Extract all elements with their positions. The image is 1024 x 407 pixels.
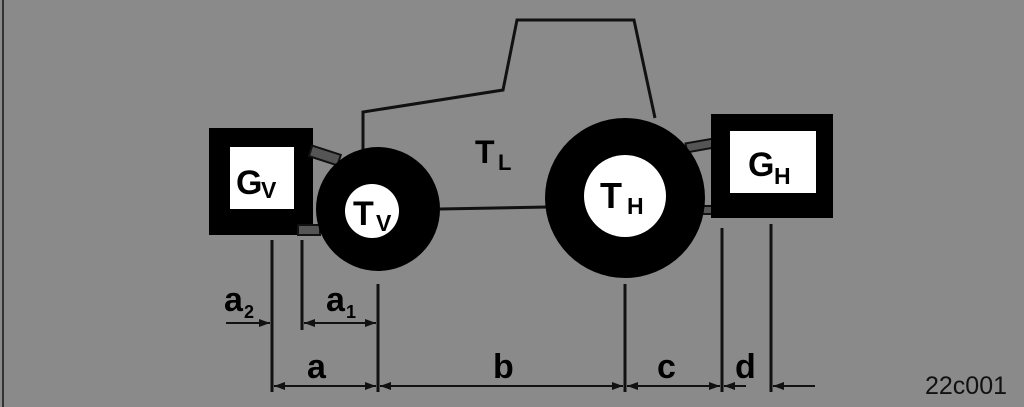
dim-a-label: a — [307, 348, 327, 386]
front-wheel: T V — [316, 147, 440, 271]
front-weight-label-box — [230, 147, 294, 209]
front-wheel-hub — [345, 184, 399, 238]
figure-code: 22c001 — [925, 372, 1007, 400]
rear-weight: G H — [711, 114, 833, 218]
front-weight-subscript: V — [261, 177, 277, 203]
front-wheel-subscript: V — [376, 210, 392, 236]
rear-wheel: T H — [545, 118, 705, 278]
rear-wheel-hub — [584, 155, 666, 237]
dim-a2-label: a — [224, 281, 244, 319]
dim-b-label: b — [493, 348, 514, 386]
dim-a2-subscript: 2 — [244, 302, 254, 322]
rear-weight-label: G — [748, 146, 774, 184]
dim-a1-subscript: 1 — [346, 302, 356, 322]
rear-weight-label-box — [730, 131, 816, 193]
dimension-arrows — [226, 319, 815, 390]
tractor-body-subscript: L — [498, 150, 511, 175]
rear-wheel-subscript: H — [627, 193, 644, 219]
rear-wheel-label: T — [600, 175, 622, 216]
front-weight-label: G — [236, 164, 262, 202]
tractor-body-label: T — [475, 134, 495, 170]
rear-weight-subscript: H — [774, 163, 791, 189]
dim-d-label: d — [735, 348, 756, 386]
front-weight: G V — [209, 128, 343, 236]
dim-c-label: c — [657, 348, 676, 386]
reference-lines — [270, 224, 773, 392]
dim-a1-label: a — [326, 281, 346, 319]
front-wheel-label: T — [353, 195, 374, 233]
